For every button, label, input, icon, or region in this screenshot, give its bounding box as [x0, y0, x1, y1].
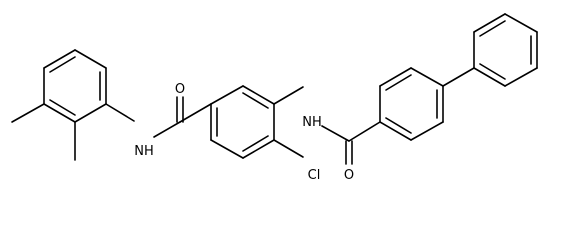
ring-biphenyl-inner [379, 67, 444, 141]
biaryl-bond [442, 67, 475, 87]
chloro-bond [273, 139, 304, 158]
atom-label-o-right: O [344, 168, 354, 183]
atom-label-nh-right: NH [302, 115, 322, 130]
right-amide-bonds [273, 86, 381, 165]
methyl-groups [11, 103, 76, 161]
ring-dimethylphenyl [43, 49, 107, 123]
atom-label-cl: Cl [308, 168, 321, 183]
ring-chlorobenzene [210, 85, 275, 159]
atom-label-o-left: O [175, 82, 185, 97]
ring-phenyl-terminal [473, 13, 538, 87]
atom-label-nh-left: NH [134, 144, 154, 159]
molecule-structure: O NH NH O Cl [11, 13, 538, 183]
left-amide-bonds [105, 96, 212, 138]
